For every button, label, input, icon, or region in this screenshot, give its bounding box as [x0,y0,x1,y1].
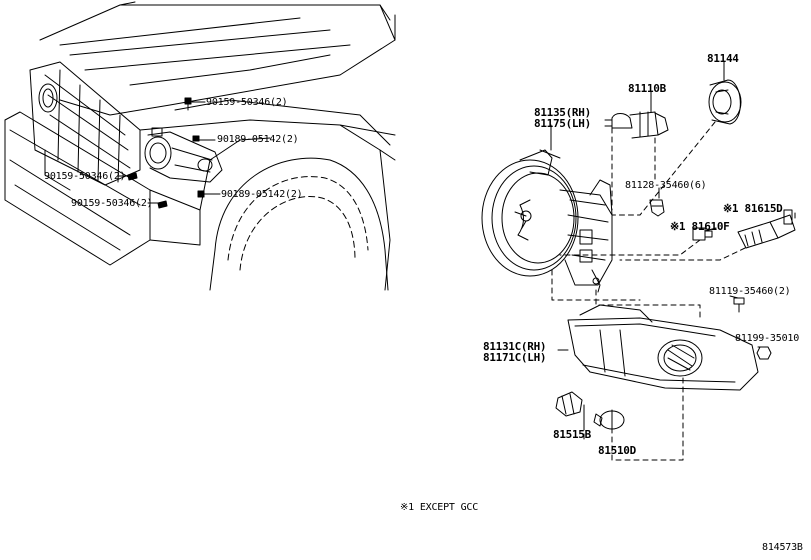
clip-81128-illustration [649,199,665,217]
label-81199-35010: 81199-35010 [735,333,800,344]
label-81135-rh: 81135(RH) [534,106,591,119]
label-81144: 81144 [707,52,739,65]
fog-lamp-housing-illustration [481,149,613,293]
label-90189-05142-top: 90189-05142(2) [217,134,299,145]
label-81135-81175: 81135(RH) 81175(LH) [534,107,591,129]
label-81131c-rh: 81131C(RH) [483,340,547,353]
label-81119-35460: 81119-35460(2) [709,286,791,297]
vehicle-fasteners [127,97,205,209]
label-81515b: 81515B [553,428,591,441]
label-90189-05142-bottom: 90189-05142(2) [221,189,303,200]
screw-81119-illustration [733,297,745,313]
footnote: ※1 EXCEPT GCC [400,502,479,513]
bulb-81510d-illustration [593,410,625,430]
label-81131c-81171c: 81131C(RH) 81171C(LH) [483,340,547,364]
socket-81515b-illustration [555,391,583,417]
label-90159-50346-bottom: 90159-50346(2) [71,198,153,209]
dashed-guides [551,121,746,461]
bulb-81610f-illustration [692,227,713,241]
label-90159-50346-middle: 90159-50346(2) [44,171,126,182]
drawing-number: 814573B [762,542,803,553]
label-81171c-lh: 81171C(LH) [483,351,547,364]
vehicle-fog-lamp [144,127,223,183]
label-81128-35460: 81128-35460(6) [625,180,707,191]
leader-lines [550,61,796,431]
socket-81615d-illustration [737,209,796,249]
label-81175-lh: 81175(LH) [534,117,591,130]
label-81110b: 81110B [628,82,666,95]
label-81615d: ※1 81615D [723,202,783,215]
bulb-81110b-illustration [604,111,669,139]
vehicle-front-illustration [4,1,396,291]
label-81510d: 81510D [598,444,636,457]
turn-signal-lens-illustration [567,304,759,391]
ring-81144-illustration [708,79,742,125]
label-90159-50346-top: 90159-50346(2) [206,97,288,108]
nut-81199-illustration [756,346,772,360]
label-81610f: ※1 81610F [670,220,730,233]
